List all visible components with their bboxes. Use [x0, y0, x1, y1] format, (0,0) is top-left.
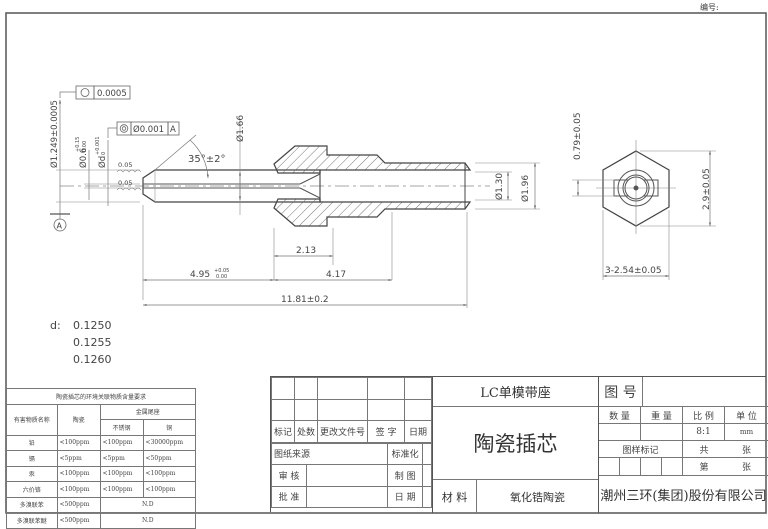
table-row: 多溴联苯 <500ppm N.D [6, 496, 197, 513]
serial-label: 编号: [700, 2, 719, 12]
svg-text:+0.05: +0.05 [214, 268, 229, 274]
datum-label: A [57, 222, 63, 231]
svg-text:+0.15: +0.15 [75, 137, 81, 152]
part-name: 陶瓷插芯 [433, 407, 598, 480]
col-ceramic: 陶瓷 [56, 403, 101, 436]
table-row: 镉 <5ppm <5ppm <50ppm [6, 450, 197, 467]
svg-text:d:: d: [50, 319, 61, 332]
dim-4-95: 4.95 [190, 270, 210, 280]
drawing-no-label: 图 号 [599, 377, 643, 407]
svg-text:0.1255: 0.1255 [73, 336, 112, 349]
svg-text:0.00: 0.00 [82, 141, 88, 152]
flatness-frame: 0.0005 [75, 85, 131, 100]
svg-text:0: 0 [101, 152, 107, 155]
revision-header-row: 标记 处数 更改文件号 签 字 日期 [270, 420, 432, 443]
drawing-frame [5, 12, 767, 514]
svg-text:Ø0.001: Ø0.001 [133, 124, 164, 135]
d-values: d: 0.1250 0.1255 0.1260 [50, 319, 112, 366]
roughness-upper: 0.05 [118, 161, 132, 169]
material-label: 材 料 [433, 480, 477, 513]
dim-tail-dia: Ø1.96 [520, 175, 531, 202]
svg-text:0.1260: 0.1260 [73, 353, 112, 366]
dim-2-13: 2.13 [296, 246, 316, 256]
col-metal: 金属尾座 [99, 403, 197, 420]
table-row: 铅 <100ppm <100ppm <30000ppm [6, 434, 197, 451]
col-stainless: 不锈钢 [99, 419, 144, 436]
dim-hex-height: 2.9±0.05 [702, 168, 712, 210]
env-table-title: 陶瓷插芯的环境关联物质含量要求 [6, 388, 196, 405]
title-block: 标记 处数 更改文件号 签 字 日期 图纸来源 标准化 审 核 制 图 批 准 [270, 376, 768, 513]
engineering-drawing: 编号: [5, 2, 767, 514]
roughness-lower: 0.05 [118, 179, 132, 187]
svg-text:+0.001: +0.001 [95, 136, 101, 155]
col-substance: 有害物质名称 [6, 403, 58, 436]
dim-total: 11.81±0.2 [281, 295, 329, 305]
company-name: 潮州三环(集团)股份有限公司 [600, 489, 767, 504]
part-title-block: LC单模带座 陶瓷插芯 材 料 氧化锆陶瓷 [432, 377, 598, 513]
table-row: 六价铬 <100ppm <100ppm <100ppm [6, 481, 197, 498]
dim-angle: 35°±2° [188, 154, 225, 165]
svg-text:0.0005: 0.0005 [97, 89, 127, 99]
material-value: 氧化锆陶瓷 [510, 490, 565, 504]
env-substance-table: 陶瓷插芯的环境关联物质含量要求 有害物质名称 陶瓷 金属尾座 不锈钢 铜 铅 <… [6, 388, 197, 529]
svg-text:0.00: 0.00 [216, 274, 227, 280]
dim-hex-flats: 3-2.54±0.05 [605, 266, 662, 276]
table-row: 多溴联苯醚 <500ppm N.D [6, 512, 197, 529]
dim-inner-tail: Ø1.30 [494, 173, 505, 200]
drawing-no-value [643, 377, 768, 407]
dim-flange-dia: Ø1.66 [235, 115, 246, 142]
concentricity-frame: Ø0.001 A [116, 121, 180, 136]
drawing-info-block: 图 号 数 量 重 量 比 例 单 位 8:1 mm 图样标记 共 张 第 张 … [598, 377, 768, 513]
dim-bore-dia: Ø0.6 [78, 148, 89, 168]
svg-text:A: A [170, 125, 176, 135]
datum-a-circle [53, 218, 67, 232]
end-view [572, 140, 716, 280]
dim-outer-dia: Ø1.249±0.0005 [49, 100, 60, 168]
revision-block: 标记 处数 更改文件号 签 字 日期 图纸来源 标准化 审 核 制 图 批 准 [270, 377, 432, 513]
dim-4-17: 4.17 [326, 270, 346, 280]
product-line: LC单模带座 [433, 377, 598, 407]
table-row: 汞 <100ppm <100ppm <100ppm [6, 465, 197, 482]
col-copper: 铜 [142, 419, 197, 436]
dim-d: Ød [97, 156, 108, 168]
unit-value: mm [725, 424, 768, 441]
side-view [50, 91, 540, 308]
svg-text:0.1250: 0.1250 [73, 319, 112, 332]
dim-slot: 0.79±0.05 [573, 112, 583, 160]
scale-value: 8:1 [683, 424, 725, 441]
